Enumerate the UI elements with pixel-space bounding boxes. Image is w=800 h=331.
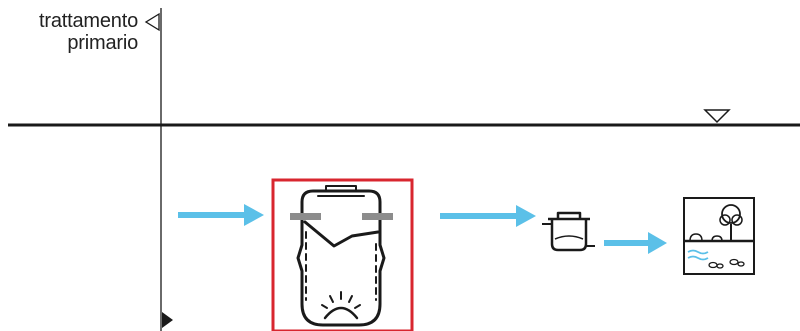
water-level-triangle-icon bbox=[705, 110, 729, 122]
soil-infiltration-icon bbox=[684, 198, 754, 274]
septic-tank-icon bbox=[298, 186, 384, 325]
play-marker-icon bbox=[162, 312, 173, 328]
flow-arrow-middle bbox=[440, 205, 536, 227]
small-tank-icon bbox=[542, 213, 595, 250]
outlet-baffle bbox=[362, 213, 393, 220]
inlet-baffle bbox=[290, 213, 321, 220]
stage-marker-triangle-icon bbox=[146, 14, 159, 30]
flow-arrow-inlet bbox=[178, 204, 264, 226]
flow-arrow-outlet bbox=[604, 232, 667, 254]
